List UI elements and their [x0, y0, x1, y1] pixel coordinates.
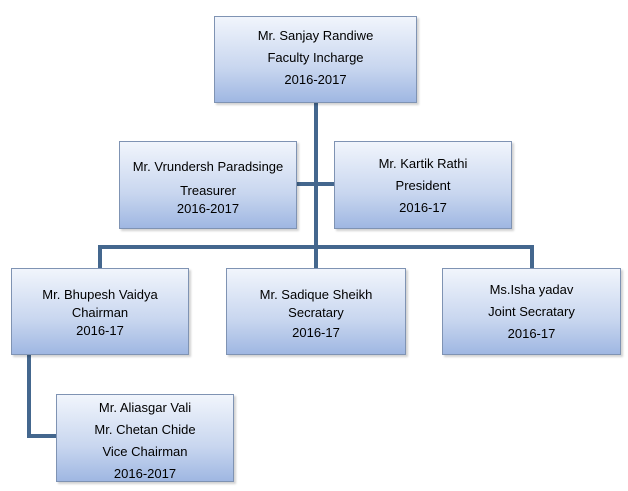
president-box: Mr. Kartik Rathi President 2016-17 [334, 141, 512, 229]
faculty-incharge-box: Mr. Sanjay Randiwe Faculty Incharge 2016… [214, 16, 417, 103]
chairman-role: Chairman [71, 305, 129, 320]
treasurer-box: Mr. Vrundersh Paradsinge Treasurer 2016-… [119, 141, 297, 229]
vice-chairman-term: 2016-2017 [113, 466, 177, 481]
secretary-term: 2016-17 [292, 325, 340, 340]
treasurer-role: Treasurer [180, 183, 236, 198]
treasurer-name: Mr. Vrundersh Paradsinge [132, 159, 284, 174]
secretary-role: Secratary [288, 305, 344, 320]
president-term: 2016-17 [399, 200, 447, 215]
treasurer-term: 2016-2017 [176, 201, 240, 216]
secretary-name: Mr. Sadique Sheikh [259, 287, 373, 302]
president-role: President [395, 178, 451, 193]
joint-secretary-box: Ms.Isha yadav Joint Secratary 2016-17 [442, 268, 621, 355]
vice-chairman-role: Vice Chairman [102, 444, 188, 459]
vice-chairman-name-2: Mr. Chetan Chide [94, 422, 196, 437]
joint-secretary-term: 2016-17 [507, 326, 556, 341]
faculty-incharge-term: 2016-2017 [284, 72, 347, 87]
secretary-box: Mr. Sadique Sheikh Secratary 2016-17 [226, 268, 406, 355]
chairman-term: 2016-17 [76, 323, 124, 338]
faculty-incharge-role: Faculty Incharge [267, 50, 364, 65]
joint-secretary-role: Joint Secratary [488, 304, 575, 319]
chairman-name: Mr. Bhupesh Vaidya [42, 287, 158, 302]
chairman-box: Mr. Bhupesh Vaidya Chairman 2016-17 [11, 268, 189, 355]
vice-chairman-name-1: Mr. Aliasgar Vali [98, 400, 192, 415]
president-name: Mr. Kartik Rathi [378, 156, 468, 171]
joint-secretary-name: Ms.Isha yadav [489, 282, 574, 297]
faculty-incharge-name: Mr. Sanjay Randiwe [257, 28, 374, 43]
vice-chairman-box: Mr. Aliasgar Vali Mr. Chetan Chide Vice … [56, 394, 234, 482]
